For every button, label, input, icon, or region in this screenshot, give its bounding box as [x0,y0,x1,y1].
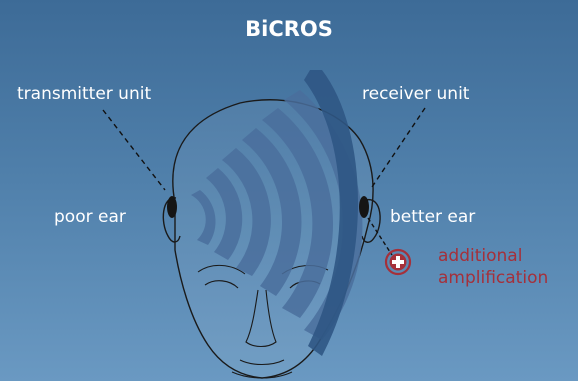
transmitter-unit-label: transmitter unit [17,84,151,104]
poor-ear-label: poor ear [54,207,126,227]
amplification-label: additional amplification [438,245,548,289]
receiver-device [359,196,369,218]
better-ear-label: better ear [390,207,475,227]
diagram-title: BiCROS [0,17,578,41]
receiver-leader [370,108,425,190]
amplification-label-line2: amplification [438,267,548,289]
transmitter-leader [103,110,165,190]
receiver-unit-label: receiver unit [362,84,469,104]
transmitter-device [167,196,177,218]
plus-icon [386,250,410,274]
amplification-label-line1: additional [438,245,548,267]
